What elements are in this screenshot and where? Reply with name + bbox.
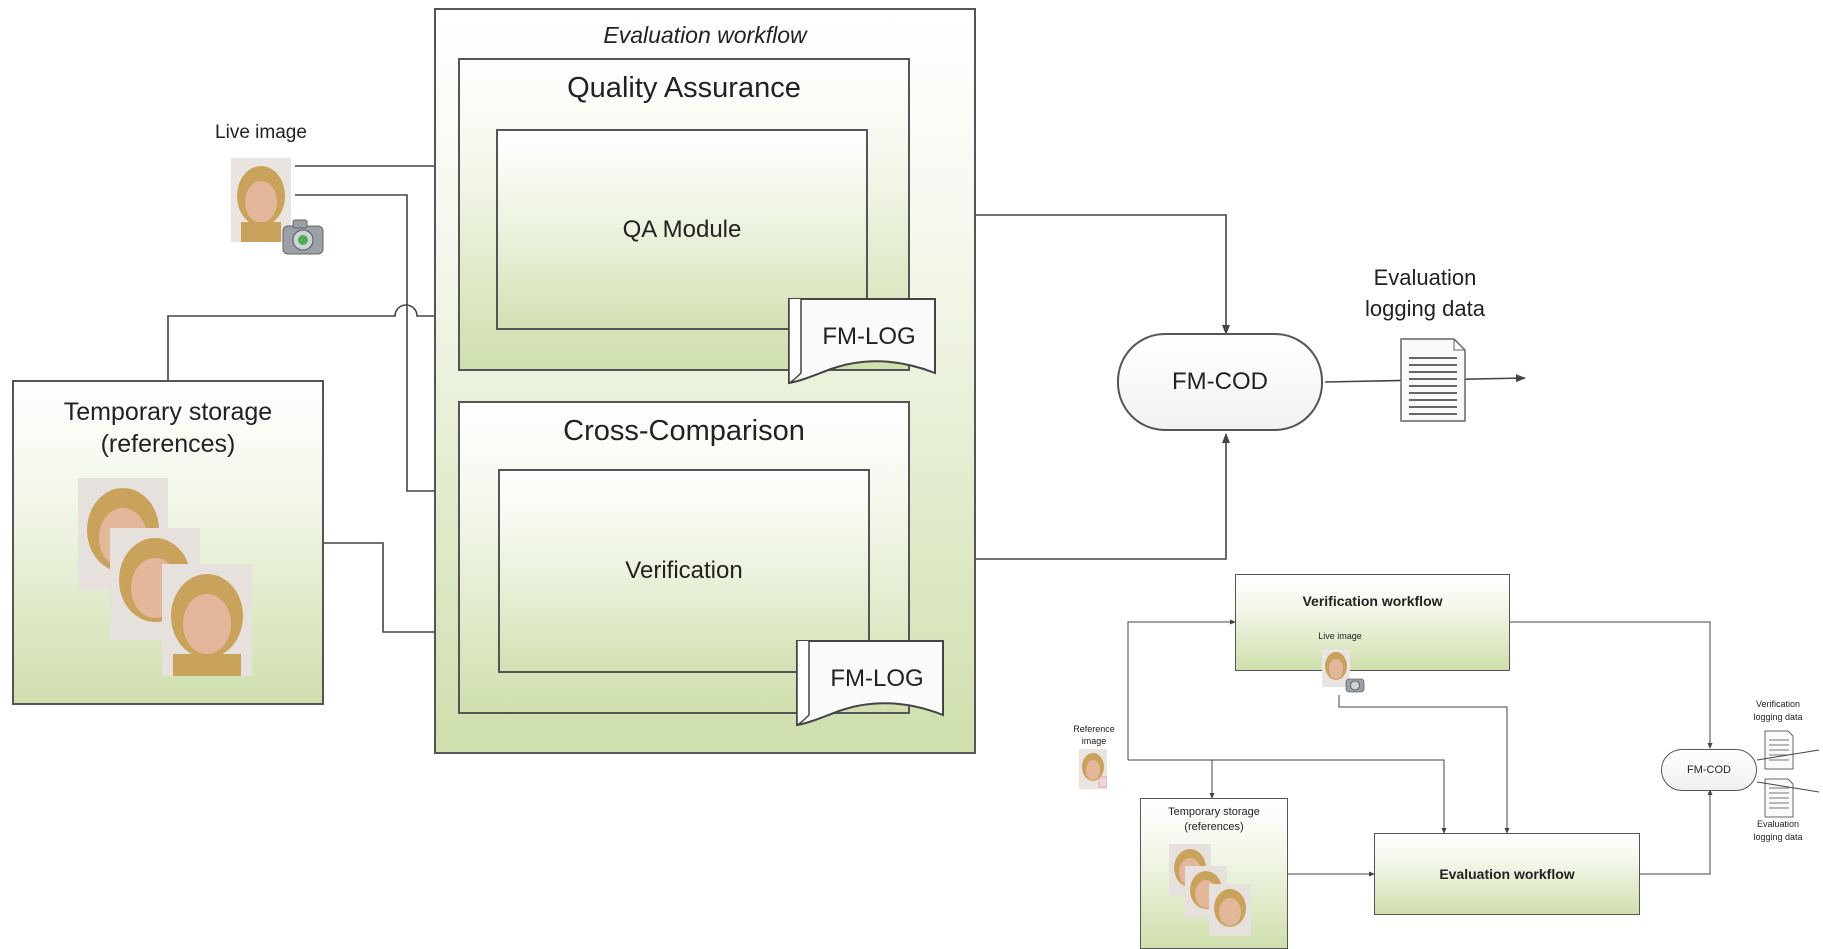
mini-evaluation-logging-line2: logging data (1753, 832, 1803, 842)
mini-live-image-photo (1322, 649, 1350, 687)
mini-evaluation-logging-label: Evaluation logging data (1738, 818, 1818, 844)
evaluation-logging-label: Evaluation logging data (1340, 262, 1510, 324)
mini-verification-workflow-box: Verification workflow (1235, 574, 1510, 671)
qa-module-label: QA Module (622, 215, 742, 243)
mini-temporary-storage-box: Temporary storage (references) (1140, 798, 1288, 949)
document-shape (796, 640, 944, 727)
mini-evaluation-logging-document-icon (1764, 778, 1794, 818)
document-shape (788, 298, 936, 385)
mini-camera-icon (1344, 674, 1366, 694)
mini-verification-logging-line1: Verification (1755, 699, 1801, 709)
mini-reference-image-line1: Reference (1073, 724, 1115, 734)
document-glyph (1400, 338, 1466, 422)
verification-module-box: Verification (498, 469, 870, 673)
fm-log-document-qa: FM-LOG (787, 297, 937, 389)
fm-log-cc-label: FM-LOG (830, 665, 924, 692)
cross-comparison-title: Cross-Comparison (563, 415, 805, 447)
document-glyph (1764, 730, 1794, 770)
temporary-storage-line1: Temporary storage (63, 398, 273, 426)
mini-reference-photos-stack (1169, 844, 1251, 936)
mini-temporary-storage-title: Temporary storage (references) (1141, 805, 1287, 835)
live-image-photo (231, 158, 291, 242)
mini-reference-image-line2: image (1081, 736, 1107, 746)
verification-module-label: Verification (625, 557, 743, 584)
temporary-storage-title: Temporary storage (references) (14, 396, 322, 460)
face-photo (1322, 649, 1350, 687)
mini-temporary-storage-line1: Temporary storage (1168, 806, 1260, 818)
mini-verification-logging-label: Verification logging data (1738, 698, 1818, 724)
mini-fm-cod-output-arrows (1757, 749, 1820, 793)
reference-photos-stack (78, 478, 254, 678)
mini-verification-logging-line2: logging data (1753, 712, 1803, 722)
evaluation-logging-line1: Evaluation (1373, 265, 1477, 290)
live-image-label: Live image (215, 122, 307, 143)
mini-temporary-storage-line2: (references) (1184, 821, 1244, 833)
mini-verification-logging-document-icon (1764, 730, 1794, 770)
qa-module-box: QA Module (496, 129, 868, 330)
evaluation-workflow-title: Evaluation workflow (603, 22, 807, 48)
camera-glyph (1345, 678, 1365, 693)
fm-log-qa-label: FM-LOG (822, 323, 916, 350)
camera-icon (279, 214, 327, 258)
face-photo (231, 158, 291, 242)
fm-cod-node: FM-COD (1117, 333, 1323, 431)
mini-evaluation-workflow-label: Evaluation workflow (1439, 866, 1575, 882)
quality-assurance-title: Quality Assurance (567, 72, 801, 104)
mini-reference-image-label: Reference image (1058, 723, 1130, 747)
mini-live-image-label: Live image (1318, 631, 1362, 641)
mini-evaluation-workflow-box: Evaluation workflow (1374, 833, 1640, 915)
mini-evaluation-logging-line1: Evaluation (1756, 819, 1800, 829)
camera-glyph (282, 219, 324, 255)
evaluation-logging-line2: logging data (1365, 296, 1485, 321)
fm-cod-label: FM-COD (1172, 368, 1268, 395)
fm-log-document-cc: FM-LOG (795, 639, 945, 731)
mini-fm-cod-label: FM-COD (1687, 764, 1731, 776)
mini-fm-cod-node: FM-COD (1661, 749, 1757, 791)
mini-reference-image-photo (1079, 749, 1108, 789)
document-glyph (1764, 778, 1794, 818)
face-photos (78, 478, 252, 676)
face-photo (1079, 749, 1108, 789)
temporary-storage-line2: (references) (100, 430, 236, 458)
mini-verification-workflow-title: Verification workflow (1302, 593, 1443, 609)
logging-data-document-icon (1400, 338, 1466, 422)
